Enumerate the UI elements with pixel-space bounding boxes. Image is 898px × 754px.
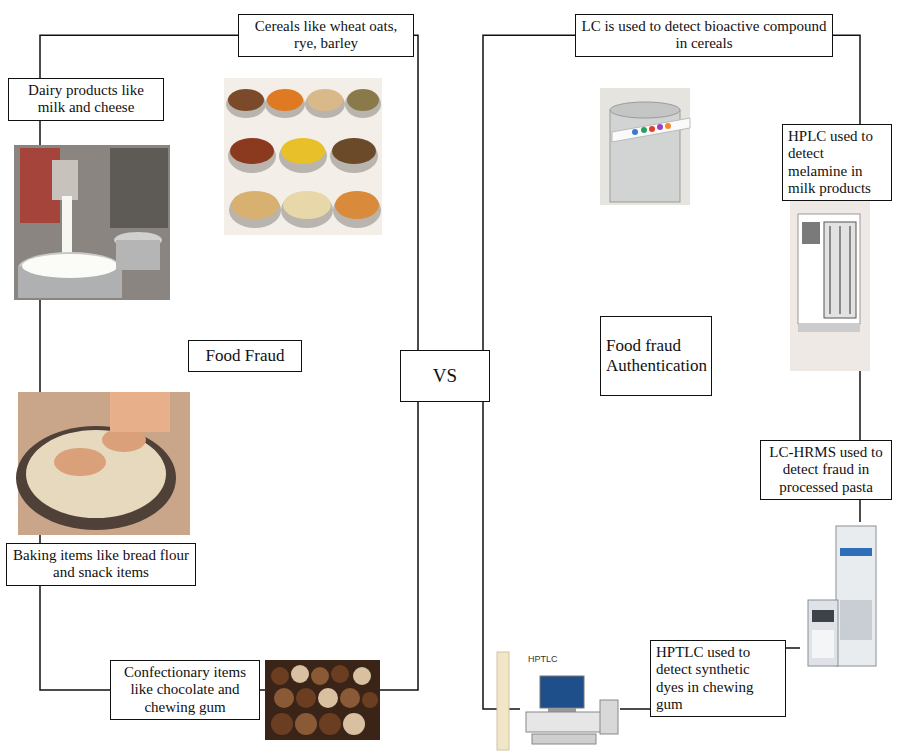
box-text: Food Fraud bbox=[194, 346, 296, 366]
milk-pouring-photo bbox=[14, 145, 170, 300]
box-text: LC-HRMS used to detect fraud in processe… bbox=[766, 444, 886, 496]
connector-line bbox=[260, 402, 418, 690]
hptlc-device-photo bbox=[497, 652, 620, 750]
method-box: HPTLC used to detect synthetic dyes in c… bbox=[650, 640, 786, 717]
category-box: Dairy products like milk and cheese bbox=[8, 78, 164, 121]
connector-line bbox=[483, 35, 575, 350]
box-text: Food fraud Authentication bbox=[606, 336, 706, 375]
box-text: HPLC used to detect melamine in milk pro… bbox=[788, 128, 886, 197]
dough-kneading-photo bbox=[16, 392, 190, 535]
box-text: Cereals like wheat oats, rye, barley bbox=[244, 18, 408, 53]
box-text: Baking items like bread flour and snack … bbox=[12, 547, 190, 582]
heading-box: Food fraud Authentication bbox=[600, 316, 712, 396]
box-text: VS bbox=[406, 365, 484, 387]
device-label: HPTLC bbox=[528, 654, 558, 664]
category-box: Baking items like bread flour and snack … bbox=[6, 543, 196, 586]
chocolates-photo bbox=[265, 660, 380, 740]
lc-hrms-instrument-photo bbox=[800, 522, 882, 672]
tlc-jar-photo bbox=[600, 88, 690, 205]
connector-line bbox=[40, 35, 238, 78]
hplc-instrument-photo bbox=[790, 196, 870, 371]
category-box: Cereals like wheat oats, rye, barley bbox=[238, 14, 414, 57]
box-text: Dairy products like milk and cheese bbox=[14, 82, 158, 117]
connector-line bbox=[833, 35, 860, 124]
vs-box: VS bbox=[400, 350, 490, 402]
connector-line bbox=[414, 35, 418, 350]
category-box: Confectionary items like chocolate and c… bbox=[110, 660, 260, 720]
cereal-bowls-photo bbox=[224, 78, 382, 235]
heading-box: Food Fraud bbox=[188, 340, 302, 372]
connector-line bbox=[40, 586, 110, 690]
method-box: LC is used to detect bioactive compound … bbox=[575, 14, 833, 57]
box-text: LC is used to detect bioactive compound … bbox=[581, 18, 827, 53]
box-text: Confectionary items like chocolate and c… bbox=[116, 664, 254, 716]
method-box: LC-HRMS used to detect fraud in processe… bbox=[760, 440, 892, 500]
method-box: HPLC used to detect melamine in milk pro… bbox=[782, 124, 892, 201]
box-text: HPTLC used to detect synthetic dyes in c… bbox=[656, 644, 780, 713]
